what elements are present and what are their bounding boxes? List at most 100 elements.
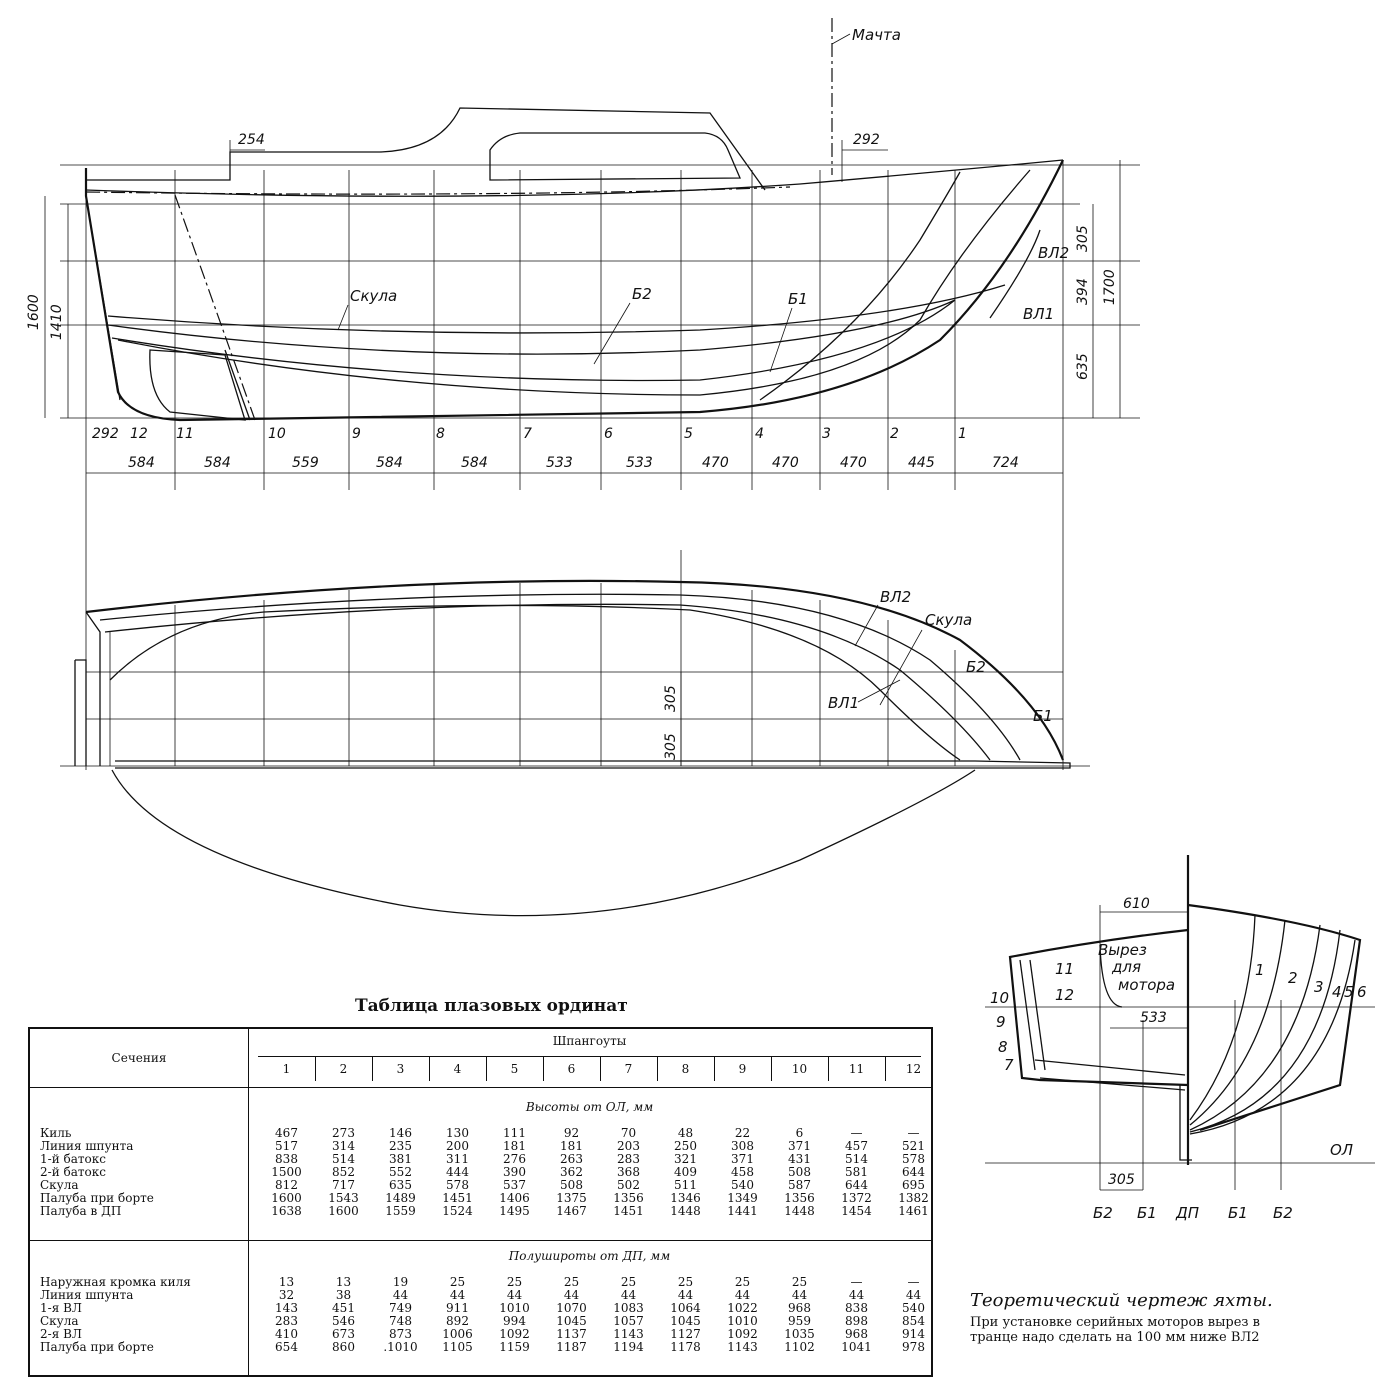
profile-stations bbox=[85, 160, 1064, 490]
station-8: 8 bbox=[436, 426, 445, 442]
table-cell: 19 bbox=[392, 1275, 409, 1289]
table-cell: 578 bbox=[902, 1152, 925, 1166]
body-frame-5: 5 bbox=[1344, 983, 1354, 1001]
dim-635: 635 bbox=[1075, 353, 1091, 380]
table-cell: 44 bbox=[905, 1288, 922, 1302]
table-cell: 852 bbox=[332, 1165, 355, 1179]
row-name: 1-я ВЛ bbox=[40, 1301, 82, 1315]
cabin-outline bbox=[229, 107, 766, 191]
table-cell: 368 bbox=[617, 1165, 640, 1179]
caption-note: При установке серийных моторов вырез в т… bbox=[970, 1315, 1260, 1345]
frame-number: 10 bbox=[791, 1062, 808, 1076]
deck-edge-plan bbox=[85, 579, 1065, 761]
table-cell: 25 bbox=[620, 1275, 637, 1289]
station-9: 9 bbox=[352, 426, 361, 442]
bow-buttock-curve bbox=[759, 171, 961, 401]
body-frame-2: 2 bbox=[1288, 969, 1298, 987]
spacing-9: 584 bbox=[376, 455, 403, 471]
table-cell: 1194 bbox=[613, 1340, 644, 1354]
table-cell: 44 bbox=[791, 1288, 808, 1302]
table-cell: 1638 bbox=[271, 1204, 302, 1218]
table-cell: 514 bbox=[332, 1152, 355, 1166]
hull-profile-outline bbox=[84, 159, 1064, 422]
table-cell: 898 bbox=[845, 1314, 868, 1328]
frame-number: 7 bbox=[624, 1062, 633, 1076]
table-cell: 1406 bbox=[499, 1191, 530, 1205]
table-cell: 48 bbox=[677, 1126, 694, 1140]
row-name: Линия шпунта bbox=[40, 1288, 134, 1302]
chine-label: Скула bbox=[350, 287, 397, 305]
table-cell: 283 bbox=[617, 1152, 640, 1166]
table-cell: 467 bbox=[275, 1126, 298, 1140]
table-cell: 13 bbox=[278, 1275, 295, 1289]
table-cell: 1022 bbox=[727, 1301, 758, 1315]
body-frame-3: 3 bbox=[1314, 978, 1324, 996]
wl1-label: ВЛ1 bbox=[1023, 305, 1054, 323]
frame-number: 2 bbox=[339, 1062, 348, 1076]
station-spacings: 584 584 559 584 584 533 533 470 470 470 … bbox=[128, 455, 1019, 471]
table-cell: 308 bbox=[731, 1139, 754, 1153]
spacing-4: 470 bbox=[772, 455, 799, 471]
table-cell: 13 bbox=[335, 1275, 352, 1289]
buttock-1-label: Б1 bbox=[788, 290, 808, 308]
spacing-12: 584 bbox=[128, 455, 155, 471]
station-6: 6 bbox=[604, 426, 613, 442]
table-cell: 1045 bbox=[556, 1314, 587, 1328]
table-cell: 390 bbox=[503, 1165, 526, 1179]
table-cell: 276 bbox=[503, 1152, 526, 1166]
spacing-7: 533 bbox=[546, 455, 573, 471]
table-cell: 25 bbox=[791, 1275, 808, 1289]
spacing-2: 445 bbox=[908, 455, 935, 471]
table-cell: 38 bbox=[335, 1288, 352, 1302]
dim-305-right: 305 bbox=[1075, 225, 1091, 252]
table-cell: 1057 bbox=[613, 1314, 644, 1328]
frame-number: 8 bbox=[681, 1062, 690, 1076]
table-cell: 44 bbox=[506, 1288, 523, 1302]
table-cell: 32 bbox=[278, 1288, 295, 1302]
station-2: 2 bbox=[890, 426, 899, 442]
row-name: Палуба при борте bbox=[40, 1191, 154, 1205]
table-cell: 1045 bbox=[670, 1314, 701, 1328]
buttock-1-curve bbox=[117, 169, 1031, 396]
table-cell: 1559 bbox=[385, 1204, 416, 1218]
sections-header: Сечения bbox=[30, 1029, 248, 1088]
table-cell: 1346 bbox=[670, 1191, 701, 1205]
table-cell: 1461 bbox=[898, 1204, 929, 1218]
table-cell: 968 bbox=[845, 1327, 868, 1341]
table-cell: 502 bbox=[617, 1178, 640, 1192]
table-cell: 1083 bbox=[613, 1301, 644, 1315]
plan-chine-label: Скула bbox=[925, 611, 972, 629]
profile-view: Мачта Скула Б2 Б1 ВЛ2 ВЛ1 254 292 1600 1… bbox=[26, 18, 1140, 490]
table-cell: — bbox=[907, 1275, 920, 1289]
dim-254: 254 bbox=[238, 132, 265, 148]
table-title: Таблица плазовых ординат bbox=[355, 996, 628, 1016]
table-cell: 181 bbox=[503, 1139, 526, 1153]
table-cell: 283 bbox=[275, 1314, 298, 1328]
table-cell: 22 bbox=[734, 1126, 751, 1140]
cutout-label-3: мотора bbox=[1118, 976, 1175, 994]
plan-dim-305a: 305 bbox=[663, 685, 679, 712]
table-cell: 838 bbox=[845, 1301, 868, 1315]
table-cell: 581 bbox=[845, 1165, 868, 1179]
mast-label: Мачта bbox=[852, 26, 901, 44]
table-cell: 1143 bbox=[727, 1340, 758, 1354]
body-bottom-b2-right: Б2 bbox=[1273, 1204, 1293, 1222]
table-cell: 508 bbox=[560, 1178, 583, 1192]
table-cell: 44 bbox=[563, 1288, 580, 1302]
table-cell: 968 bbox=[788, 1301, 811, 1315]
spacing-8: 584 bbox=[461, 455, 488, 471]
table-cell: 1178 bbox=[670, 1340, 701, 1354]
table-cell: 371 bbox=[731, 1152, 754, 1166]
table-cell: — bbox=[850, 1275, 863, 1289]
table-cell: 1451 bbox=[442, 1191, 473, 1205]
table-cell: 362 bbox=[560, 1165, 583, 1179]
buttock-2-label: Б2 bbox=[632, 285, 652, 303]
wl2-label: ВЛ2 bbox=[1038, 244, 1069, 262]
row-name: Палуба при борте bbox=[40, 1340, 154, 1354]
table-cell: 203 bbox=[617, 1139, 640, 1153]
body-frame-8: 8 bbox=[998, 1038, 1008, 1056]
table-cell: 1356 bbox=[784, 1191, 815, 1205]
table-cell: 1500 bbox=[271, 1165, 302, 1179]
sheer-line bbox=[86, 168, 231, 181]
